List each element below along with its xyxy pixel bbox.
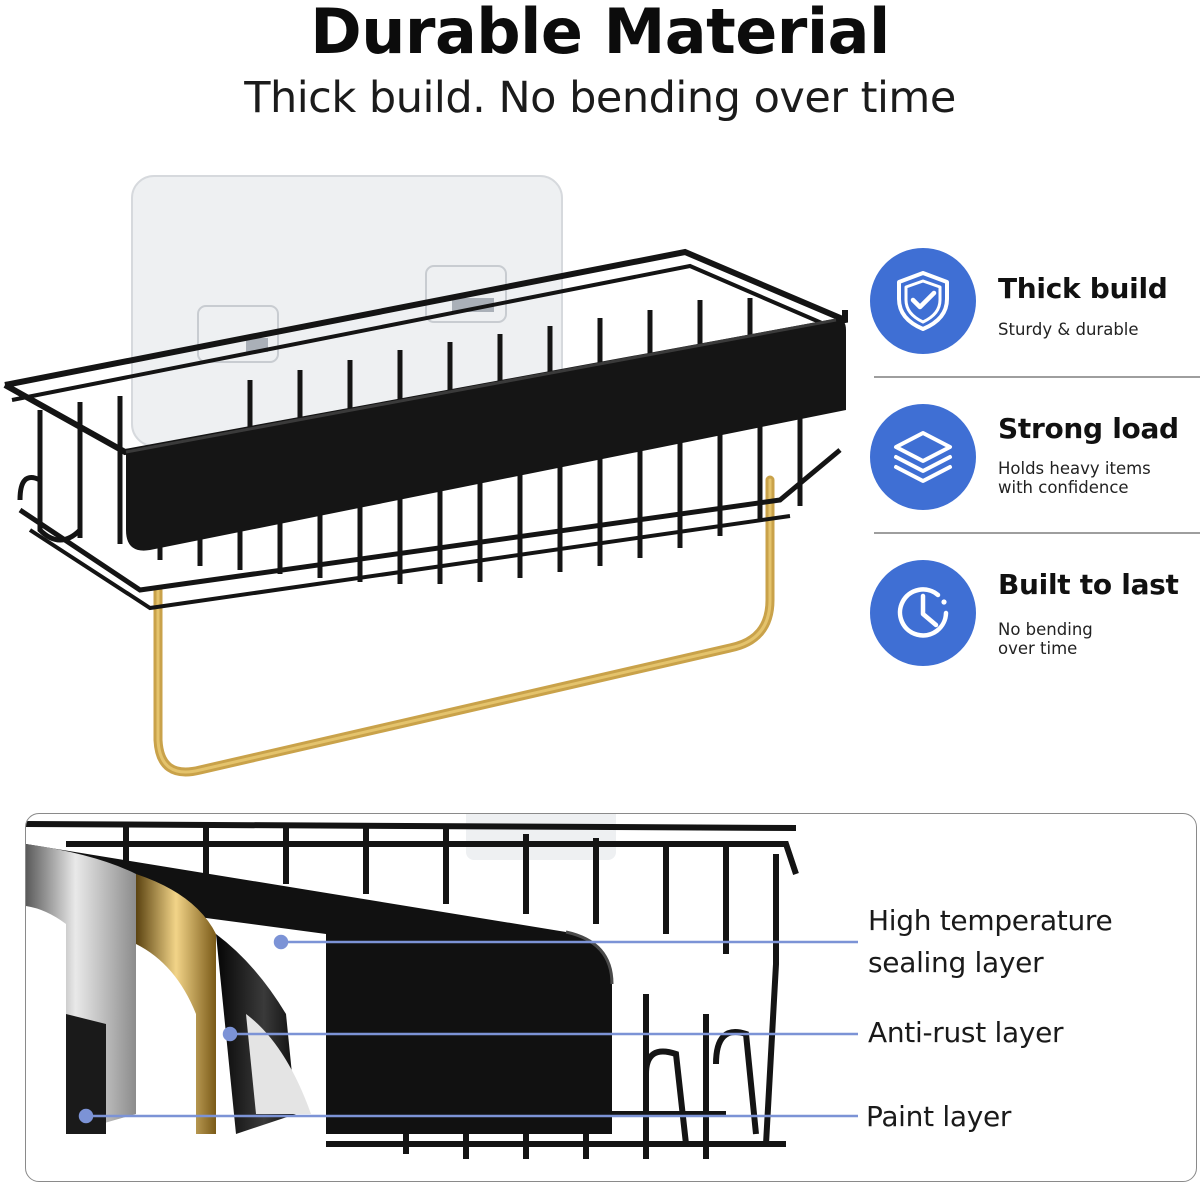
feature-desc: No bending <box>998 620 1093 639</box>
feature-thick-build: Thick build Sturdy & durable <box>868 240 1200 380</box>
feature-built-to-last: Built to last No bending over time <box>868 554 1200 694</box>
label-line: Anti-rust layer <box>868 1016 1064 1049</box>
divider <box>874 532 1200 534</box>
feature-title: Thick build <box>998 272 1168 305</box>
front-panel <box>126 319 846 551</box>
layers-icon <box>870 404 976 510</box>
sealing-layer-shape <box>26 844 136 1134</box>
feature-desc: over time <box>998 639 1078 658</box>
material-layers-panel: High temperature sealing layer Anti-rust… <box>25 813 1197 1182</box>
divider <box>874 376 1200 378</box>
layer-label-anti-rust: Anti-rust layer <box>868 1012 1064 1054</box>
feature-desc: with confidence <box>998 478 1129 497</box>
anti-rust-layer-shape <box>136 874 216 1134</box>
clock-icon <box>870 560 976 666</box>
label-line: High temperature <box>868 904 1113 937</box>
page-subtitle: Thick build. No bending over time <box>244 73 956 123</box>
product-illustration <box>3 175 848 777</box>
feature-desc: Holds heavy items <box>998 459 1151 478</box>
layers-closeup <box>26 814 858 1159</box>
page-title: Durable Material <box>310 0 890 68</box>
label-line: sealing layer <box>868 946 1044 979</box>
layer-label-paint: Paint layer <box>866 1096 1011 1138</box>
layer-label-sealing: High temperature sealing layer <box>868 900 1113 984</box>
label-line: Paint layer <box>866 1100 1012 1133</box>
shield-check-icon <box>870 248 976 354</box>
feature-title: Built to last <box>998 568 1179 601</box>
headline: Durable Material Thick build. No bending… <box>0 0 1200 124</box>
feature-title: Strong load <box>998 412 1179 445</box>
feature-desc: Sturdy & durable <box>998 320 1139 339</box>
feature-strong-load: Strong load Holds heavy items with confi… <box>868 398 1200 538</box>
